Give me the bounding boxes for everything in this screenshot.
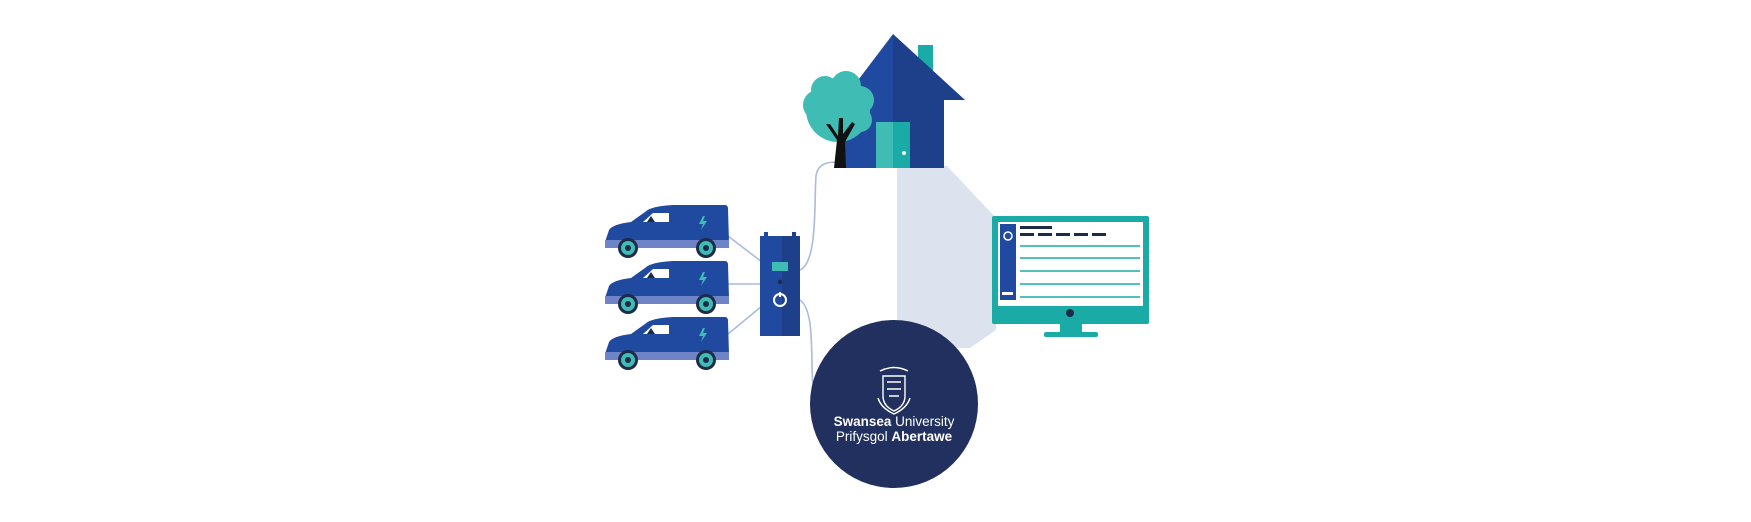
house-icon bbox=[842, 34, 965, 168]
cable-charger-house bbox=[799, 161, 839, 271]
van-icon bbox=[605, 317, 729, 370]
cable-van-3 bbox=[727, 305, 763, 335]
university-name-cy-bold: Abertawe bbox=[891, 429, 952, 444]
university-name-en: University bbox=[891, 414, 954, 429]
tree-icon bbox=[803, 71, 874, 168]
cable-van-1 bbox=[727, 235, 763, 263]
monitor-icon bbox=[992, 216, 1149, 337]
university-crest-icon bbox=[877, 366, 911, 415]
van-icon bbox=[605, 261, 729, 314]
van-icon bbox=[605, 205, 729, 258]
svg-text:Prifysgol Abertawe: Prifysgol Abertawe bbox=[836, 429, 953, 444]
cables bbox=[727, 161, 839, 397]
university-name-en-bold: Swansea bbox=[834, 414, 892, 429]
university-badge: Swansea University Prifysgol Abertawe bbox=[810, 320, 978, 488]
svg-text:Swansea University: Swansea University bbox=[834, 414, 955, 429]
charger-icon bbox=[760, 232, 800, 336]
data-beam bbox=[897, 166, 996, 348]
university-name-cy: Prifysgol bbox=[836, 429, 892, 444]
